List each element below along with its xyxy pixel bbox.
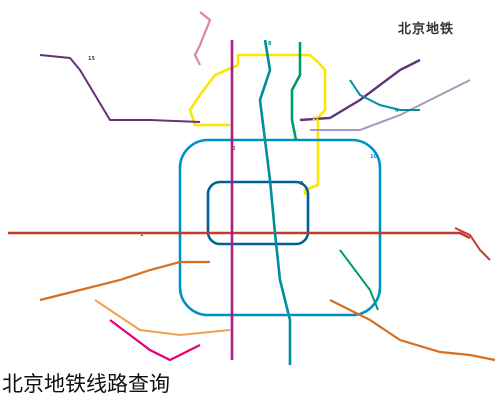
southeast-line-route[interactable] xyxy=(329,299,496,362)
line-badge-13: 13 xyxy=(312,116,319,122)
line-badge-15: 15 xyxy=(88,56,95,62)
line-badge-1: 1 xyxy=(140,232,144,238)
line-badge-10: 10 xyxy=(370,154,377,160)
line-4-route[interactable] xyxy=(258,39,292,365)
east-branch-route[interactable] xyxy=(349,79,420,111)
line-8-route[interactable] xyxy=(290,42,302,141)
far-east-line-route[interactable] xyxy=(454,227,491,261)
northwest-branch-route[interactable] xyxy=(39,54,201,123)
line-badge-4: 4 xyxy=(395,108,399,114)
map-title: 北京地铁 xyxy=(398,22,455,37)
southeast-green-route[interactable] xyxy=(339,249,379,311)
changping-line-route[interactable] xyxy=(193,11,212,66)
line-13-route[interactable] xyxy=(188,53,327,195)
line-2-route[interactable] xyxy=(206,180,310,246)
line-10-route[interactable] xyxy=(178,138,382,317)
line-badge-5: 5 xyxy=(232,146,236,152)
fangshan-line-route[interactable] xyxy=(39,260,210,302)
yizhuang-line-route[interactable] xyxy=(109,319,201,362)
line-1-route[interactable] xyxy=(8,231,471,240)
caption: 北京地铁线路查询 xyxy=(2,368,170,398)
airport-express-route[interactable] xyxy=(310,79,471,131)
line-badge-2: 2 xyxy=(300,181,304,187)
southwest-line-route[interactable] xyxy=(94,299,231,337)
line-15-route[interactable] xyxy=(299,58,421,122)
line-badge-8: 8 xyxy=(268,41,272,47)
